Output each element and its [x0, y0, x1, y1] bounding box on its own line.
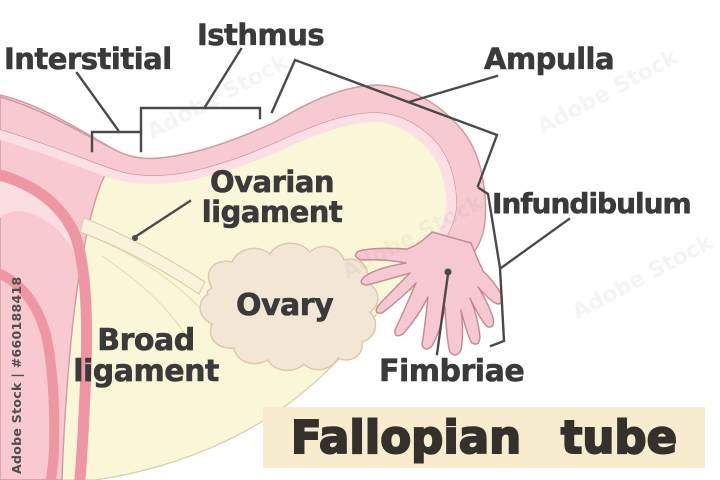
label-ovarian-ligament: Ovarian ligament: [201, 165, 343, 230]
label-ampulla: Ampulla: [484, 42, 615, 76]
label-isthmus: Isthmus: [197, 18, 325, 52]
diagram-title: Fallopian tube: [290, 410, 678, 465]
isthmus-leader-line: [203, 47, 243, 109]
fimbriae-leader-line: [435, 272, 450, 356]
uterus-lining-streak: [0, 269, 60, 480]
ligament-fold-line: [101, 255, 191, 343]
label-broad-ligament: Broad ligament: [73, 323, 220, 390]
interstitial-leader-line: [75, 71, 120, 132]
uterus-lining-streak: [0, 169, 93, 480]
label-infundibulum: Infundibulum: [492, 187, 692, 220]
ovary-shape: [199, 242, 379, 372]
infundibulum-leader-line: [499, 217, 571, 270]
isthmus-bracket: [139, 106, 262, 153]
stock-watermark: Adobe Stock | #660188418: [9, 276, 24, 475]
leader-lines: [75, 47, 571, 356]
ovarian-ligament-leader-line: [133, 199, 192, 239]
uterus-cavity-shape: [0, 181, 90, 295]
interstitial-bracket: [90, 130, 143, 153]
fimbriae-leader-dot: [444, 268, 452, 276]
ampulla-bracket: [270, 58, 499, 188]
fimbriae-shape: [354, 231, 504, 356]
ovarian-ligament-leader-dot: [132, 235, 138, 241]
tube-inner-lining-shape: [0, 113, 457, 244]
label-fimbriae: Fimbriae: [379, 354, 525, 389]
ovarian-ligament-shape: [79, 217, 206, 295]
title-band: Fallopian tube: [263, 407, 705, 468]
ampulla-leader-line: [407, 74, 499, 104]
label-ovary: Ovary: [236, 288, 334, 323]
label-interstitial: Interstitial: [4, 42, 173, 76]
